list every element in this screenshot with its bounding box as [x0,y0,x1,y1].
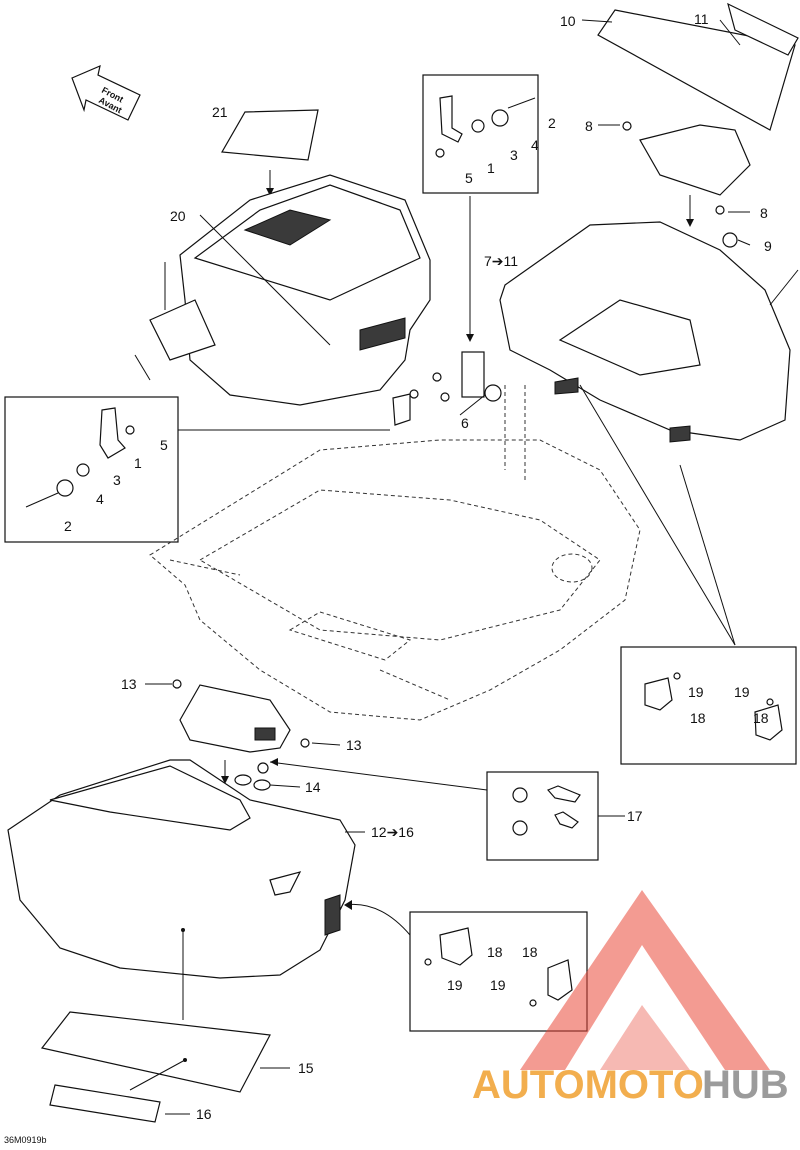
sticker-15 [40,1011,271,1093]
callout-2-upper: 2 [548,115,556,131]
callout-2-left: 2 [64,518,72,534]
lock-14 [234,762,271,791]
callout-5-left: 5 [160,437,168,453]
lock-kit-box-17 [486,771,599,861]
callout-18-r1: 18 [690,710,706,726]
callout-19-r2: 19 [734,684,750,700]
callout-15: 15 [298,1060,314,1076]
callout-19-b2: 19 [490,977,506,993]
callout-18-b1: 18 [487,944,503,960]
callout-8-top: 8 [585,118,593,134]
hinge-mount-6 [392,351,502,426]
sticker-11 [727,2,799,56]
callout-19-r1: 19 [688,684,704,700]
callout-6: 6 [461,415,469,431]
callout-20: 20 [170,208,186,224]
callout-14: 14 [305,779,321,795]
sticker-21 [221,109,319,161]
callout-12-to-16: 12➔16 [371,824,414,840]
hinge-assembly-upper [435,95,536,158]
cover-plate-8 [639,124,751,196]
callout-17: 17 [627,808,643,824]
callout-10: 10 [560,13,576,29]
callout-4-left: 4 [96,491,104,507]
callout-1-upper: 1 [487,160,495,176]
front-direction-arrow: Front Avant [71,64,141,121]
clip-kit-box-right [620,646,797,765]
watermark-part1: AUTOMOTO [472,1063,704,1107]
clip-right-assembly [644,672,783,741]
callout-4-upper: 4 [531,137,539,153]
callout-labels: 10 11 21 20 2 4 3 1 5 8 8 9 7➔11 6 5 1 3… [64,11,772,1122]
callout-16: 16 [196,1106,212,1122]
side-case-body [7,759,356,979]
callout-19-b1: 19 [447,977,463,993]
callout-3-upper: 3 [510,147,518,163]
callout-13-left: 13 [121,676,137,692]
sticker-16 [49,1084,161,1123]
callout-9: 9 [764,238,772,254]
sticker-10 [597,9,796,131]
callout-5-upper: 5 [465,170,473,186]
top-case-body [499,221,791,443]
clip-bottom-assembly [424,927,573,1007]
callout-18-b2: 18 [522,944,538,960]
callout-21: 21 [212,104,228,120]
callout-7-to-11: 7➔11 [484,253,518,269]
automotohub-watermark: AUTOMOTO HUB [472,890,789,1107]
callout-3-left: 3 [113,472,121,488]
hinge-assembly-left [25,407,135,508]
lock-kit-17 [512,785,581,836]
control-module-13 [172,679,310,753]
top-case-lid-20 [149,174,431,406]
callout-11: 11 [694,11,709,27]
watermark-part2: HUB [702,1063,789,1107]
hinge-kit-box-upper [422,74,539,194]
callout-1-left: 1 [134,455,142,471]
vehicle-frame-outline [149,385,641,721]
hinge-kit-box-left [4,396,179,543]
reference-code: 36M0919b [4,1135,47,1145]
callout-18-r2: 18 [753,710,769,726]
callout-13-right: 13 [346,737,362,753]
callout-8-bottom: 8 [760,205,768,221]
